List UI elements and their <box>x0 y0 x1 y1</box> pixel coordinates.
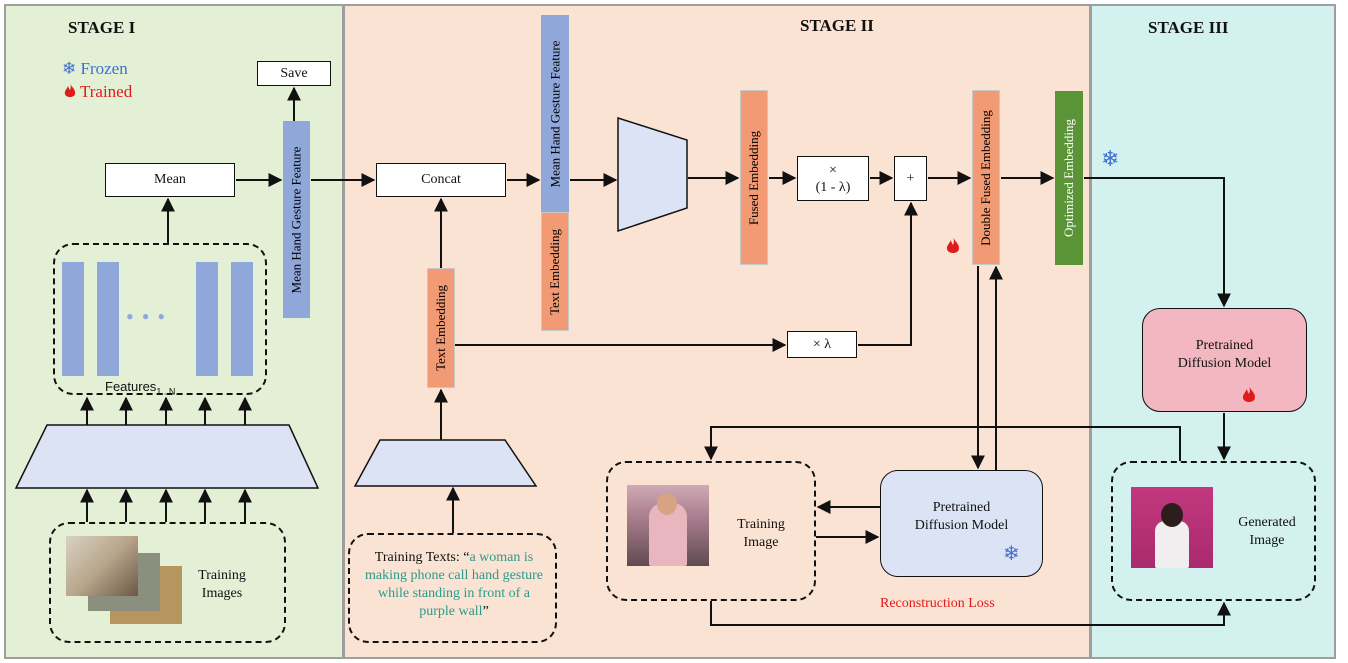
training-texts-label: Training Texts: “a woman is making phone… <box>364 550 544 619</box>
pretrained-diffusion-model-stage2: Pretrained Diffusion Model <box>880 470 1043 577</box>
stage-2-title: STAGE II <box>800 16 874 35</box>
optimized-embedding-bar: Optimized Embedding <box>1055 91 1083 265</box>
features-group <box>53 243 267 395</box>
times-lambda-box: × λ <box>787 331 857 358</box>
gesture-model-label: Gesture Recognition Model <box>130 430 200 481</box>
fc-layer-label: FC Layer <box>638 164 672 197</box>
one-minus-lambda-box: × (1 - λ) <box>797 156 869 201</box>
save-box: Save <box>257 61 331 86</box>
snowflake-icon: ❄ <box>488 456 505 478</box>
training-image-label: Training Image <box>737 517 785 550</box>
flame-icon <box>64 82 80 101</box>
training-images-label: Training Images <box>198 568 246 601</box>
legend-frozen: ❄ Frozen <box>62 59 128 78</box>
feature-bar-2 <box>97 262 119 376</box>
text-embedding-bar: Text Embedding <box>427 268 455 388</box>
stage-3-title: STAGE III <box>1148 18 1229 37</box>
feature-bar-n <box>231 262 253 376</box>
ellipsis: ••• <box>126 304 174 329</box>
concat-text-embedding-bar: Text Embedding <box>541 212 569 331</box>
flame-icon <box>1242 385 1256 411</box>
stage-1-panel <box>4 4 344 659</box>
double-fused-embedding-bar: Double Fused Embedding <box>972 90 1000 265</box>
training-images-group <box>49 522 286 643</box>
legend-trained: Trained <box>64 83 132 101</box>
training-image-stack-1 <box>66 536 138 596</box>
stage-1-title: STAGE I <box>68 18 136 37</box>
mean-gesture-feature-bar: Mean Hand Gesture Feature <box>283 121 310 318</box>
pretrained-diffusion-model-stage3: Pretrained Diffusion Model <box>1142 308 1307 412</box>
generated-image-label: Generated Image <box>1238 515 1296 548</box>
flame-icon <box>946 236 960 262</box>
generated-image-photo <box>1131 487 1213 568</box>
clip-encoder-label: CLIP Encoder <box>411 450 459 483</box>
snowflake-icon: ❄ <box>1003 543 1020 565</box>
snowflake-icon: ❄ <box>62 59 77 78</box>
feature-bar-1 <box>62 262 84 376</box>
training-image-photo <box>627 485 709 566</box>
fused-embedding-bar: Fused Embedding <box>740 90 768 265</box>
training-texts-box <box>348 533 557 643</box>
feature-bar-3 <box>196 262 218 376</box>
generated-image-group <box>1111 461 1316 601</box>
snowflake-icon: ❄ <box>237 453 254 475</box>
snowflake-icon: ❄ <box>624 135 643 160</box>
reconstruction-loss-label: Reconstruction Loss <box>880 596 995 611</box>
training-image-group <box>606 461 816 601</box>
snowflake-icon: ❄ <box>1101 146 1120 171</box>
concat-mean-gesture-feature-bar: Mean Hand Gesture Feature <box>541 15 569 212</box>
features-label: Features1...N <box>105 379 176 397</box>
plus-box: + <box>894 156 927 201</box>
concat-box: Concat <box>376 163 506 197</box>
mean-box: Mean <box>105 163 235 197</box>
